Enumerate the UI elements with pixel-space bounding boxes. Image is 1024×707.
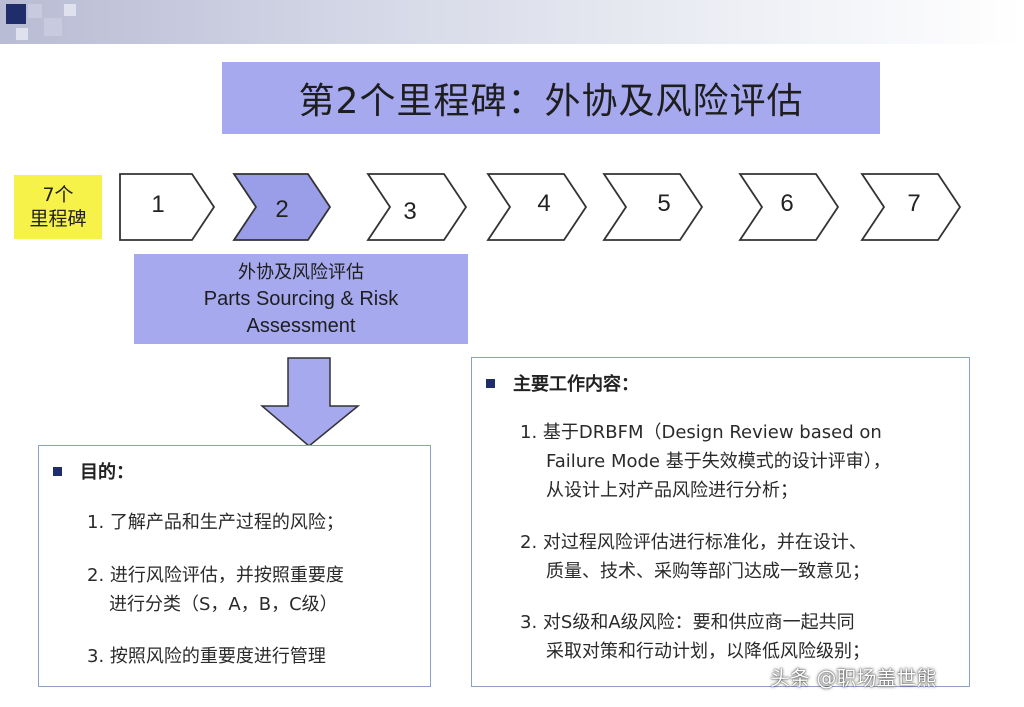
phase-name-cn: 外协及风险评估: [238, 261, 364, 283]
milestones-label: 7个 里程碑: [14, 175, 102, 239]
purpose-heading: 目的：: [53, 458, 134, 484]
chevron-step-1: [119, 173, 216, 241]
chevron-step-6: [738, 173, 840, 241]
main-work-heading-text: 主要工作内容：: [513, 374, 639, 395]
main-work-heading: 主要工作内容：: [486, 370, 639, 396]
milestones-label-line2: 里程碑: [29, 208, 87, 230]
main-work-item-2-line2: 质量、技术、采购等部门达成一致意见；: [546, 561, 870, 582]
purpose-item-1: 1. 了解产品和生产过程的风险；: [87, 512, 344, 533]
chevron-step-7: [860, 173, 962, 241]
purpose-panel: 目的： 1. 了解产品和生产过程的风险； 2. 进行风险评估，并按照重要度 进行…: [38, 445, 431, 687]
slide-title: 第2个里程碑：外协及风险评估: [222, 62, 880, 134]
chevron-label-7: 7: [907, 190, 921, 217]
down-arrow-icon: [260, 357, 360, 447]
main-work-item-1-line2: Failure Mode 基于失效模式的设计评审），: [546, 451, 891, 472]
milestone-chevrons: [119, 173, 962, 241]
chevron-label-3: 3: [403, 198, 417, 225]
chevron-label-4: 4: [537, 190, 551, 217]
purpose-item-3: 3. 按照风险的重要度进行管理: [87, 646, 326, 667]
chevron-label-6: 6: [780, 190, 794, 217]
chevron-step-5: [602, 173, 704, 241]
main-work-panel: 主要工作内容： 1. 基于DRBFM（Design Review based o…: [471, 357, 970, 687]
decorative-square: [44, 18, 62, 36]
bullet-square-icon: [486, 378, 495, 388]
phase-name-en-line2: Assessment: [246, 314, 356, 337]
main-work-item-3-line1: 3. 对S级和A级风险：要和供应商一起共同: [520, 612, 855, 633]
milestones-label-line1: 7个: [42, 184, 74, 206]
bullet-square-icon: [53, 466, 62, 476]
chevron-label-5: 5: [657, 190, 671, 217]
decorative-square: [28, 4, 42, 18]
main-work-item-2-line1: 2. 对过程风险评估进行标准化，并在设计、: [520, 532, 867, 553]
main-work-item-1-line1: 1. 基于DRBFM（Design Review based on: [520, 422, 882, 443]
chevron-step-2: [232, 173, 332, 241]
watermark-text: 头条 @职场盖世熊: [770, 666, 937, 690]
purpose-item-2-line1: 2. 进行风险评估，并按照重要度: [87, 565, 344, 586]
decorative-square: [6, 4, 26, 24]
main-work-item-3-line2: 采取对策和行动计划，以降低风险级别；: [546, 641, 870, 662]
chevron-label-1: 1: [151, 191, 165, 218]
decorative-square: [16, 28, 28, 40]
chevron-step-4: [486, 173, 588, 241]
decorative-square: [64, 4, 76, 16]
phase-name-en-line1: Parts Sourcing & Risk: [203, 287, 399, 310]
chevron-step-3: [366, 173, 468, 241]
main-work-item-1-line3: 从设计上对产品风险进行分析；: [546, 480, 798, 501]
chevron-label-2: 2: [275, 196, 289, 223]
phase-description-box: 外协及风险评估 Parts Sourcing & Risk Assessment: [134, 254, 468, 344]
purpose-item-2-line2: 进行分类（S，A，B，C级）: [109, 594, 338, 615]
purpose-heading-text: 目的：: [80, 462, 134, 483]
decorative-header-bar: [0, 0, 1024, 44]
